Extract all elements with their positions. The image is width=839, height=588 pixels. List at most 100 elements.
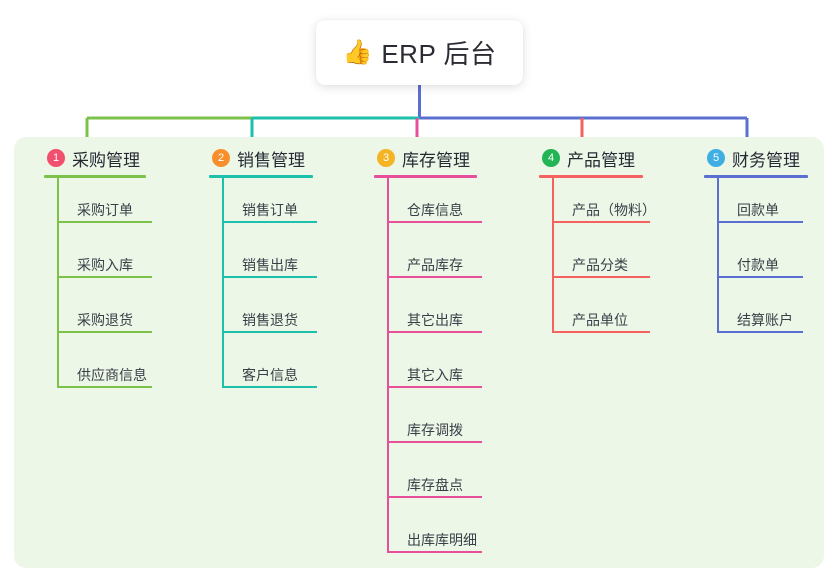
branch-children: 产品（物料） 产品分类产品单位 <box>539 178 656 343</box>
branch-item-rule <box>387 551 482 553</box>
branch-item-rule <box>552 221 650 223</box>
branch-title: 销售管理 <box>237 150 305 170</box>
branch-item-rule <box>717 331 803 333</box>
branch-item[interactable]: 产品单位 <box>539 288 650 343</box>
branch-spine <box>552 178 554 333</box>
branch-item[interactable]: 产品（物料） <box>539 178 656 233</box>
branch-item[interactable]: 销售退货 <box>209 288 317 343</box>
branch-header-rule <box>539 175 643 178</box>
branch-header-3[interactable]: 3 库存管理 <box>374 146 477 170</box>
branch-column-3: 3 库存管理仓库信息产品库存其它出库其它入库库存调拨库存盘点出库库明细 <box>374 146 482 563</box>
branch-item-rule <box>57 386 152 388</box>
branch-title: 库存管理 <box>402 150 470 170</box>
branch-header-rule <box>704 175 808 178</box>
branch-item-label: 出库库明细 <box>407 532 477 548</box>
branch-item-label: 结算账户 <box>737 312 793 328</box>
branch-spine <box>717 178 719 333</box>
branch-title: 产品管理 <box>567 150 635 170</box>
branch-item-label: 采购入库 <box>77 257 133 273</box>
branch-number-badge: 5 <box>707 149 725 167</box>
branch-column-5: 5 财务管理回款单付款单结算账户 <box>704 146 808 343</box>
branch-item[interactable]: 销售订单 <box>209 178 317 233</box>
branch-item-rule <box>387 496 482 498</box>
branch-item[interactable]: 结算账户 <box>704 288 808 343</box>
branch-item-rule <box>387 386 482 388</box>
branch-item-label: 采购退货 <box>77 312 133 328</box>
branch-column-4: 4 产品管理产品（物料） 产品分类产品单位 <box>539 146 656 343</box>
branch-item-rule <box>57 331 152 333</box>
branch-column-1: 1 采购管理采购订单采购入库采购退货供应商信息 <box>44 146 152 398</box>
branch-item[interactable]: 仓库信息 <box>374 178 482 233</box>
branch-item-label: 产品库存 <box>407 257 463 273</box>
branch-item-label: 回款单 <box>737 202 779 218</box>
branch-item-label: 客户信息 <box>242 367 298 383</box>
thumbs-up-icon: 👍 <box>342 38 373 66</box>
branch-item[interactable]: 库存盘点 <box>374 453 482 508</box>
branch-item-label: 销售订单 <box>242 202 298 218</box>
branch-item[interactable]: 采购订单 <box>44 178 152 233</box>
branch-item-rule <box>717 276 803 278</box>
branch-item-label: 销售退货 <box>242 312 298 328</box>
branch-number-badge: 2 <box>212 149 230 167</box>
branch-children: 销售订单销售出库销售退货客户信息 <box>209 178 317 398</box>
branch-item-rule <box>387 441 482 443</box>
branch-item-label: 付款单 <box>737 257 779 273</box>
branch-spine <box>222 178 224 388</box>
branch-children: 回款单付款单结算账户 <box>704 178 808 343</box>
branch-header-rule <box>209 175 313 178</box>
branch-column-2: 2 销售管理销售订单销售出库销售退货客户信息 <box>209 146 317 398</box>
branch-item-label: 仓库信息 <box>407 202 463 218</box>
branch-header-2[interactable]: 2 销售管理 <box>209 146 313 170</box>
branch-item-label: 供应商信息 <box>77 367 147 383</box>
branch-item[interactable]: 出库库明细 <box>374 508 482 563</box>
branch-item[interactable]: 供应商信息 <box>44 343 152 398</box>
branch-header-1[interactable]: 1 采购管理 <box>44 146 146 170</box>
branch-title: 财务管理 <box>732 150 800 170</box>
branch-item-rule <box>222 331 317 333</box>
branch-header-rule <box>374 175 477 178</box>
branch-item[interactable]: 客户信息 <box>209 343 317 398</box>
branch-item-rule <box>717 221 803 223</box>
branch-item-rule <box>387 221 482 223</box>
branch-item[interactable]: 销售出库 <box>209 233 317 288</box>
branch-item-rule <box>552 276 650 278</box>
branch-item[interactable]: 回款单 <box>704 178 808 233</box>
branch-item-label: 库存调拨 <box>407 422 463 438</box>
branch-item-rule <box>222 386 317 388</box>
branch-item[interactable]: 其它入库 <box>374 343 482 398</box>
branch-item-rule <box>57 221 152 223</box>
branch-item-label: 销售出库 <box>242 257 298 273</box>
branch-item-rule <box>222 276 317 278</box>
branch-item[interactable]: 采购退货 <box>44 288 152 343</box>
branch-number-badge: 3 <box>377 149 395 167</box>
branch-number-badge: 1 <box>47 149 65 167</box>
branch-title: 采购管理 <box>72 150 140 170</box>
branch-item[interactable]: 其它出库 <box>374 288 482 343</box>
branch-item[interactable]: 产品库存 <box>374 233 482 288</box>
branch-item-rule <box>552 331 650 333</box>
root-node[interactable]: 👍 ERP 后台 <box>316 20 523 85</box>
branch-item-label: 产品（物料） <box>572 202 656 218</box>
branch-item-label: 库存盘点 <box>407 477 463 493</box>
branch-item-label: 其它入库 <box>407 367 463 383</box>
branch-item-rule <box>387 276 482 278</box>
branch-item[interactable]: 产品分类 <box>539 233 650 288</box>
branch-spine <box>387 178 389 553</box>
branch-spine <box>57 178 59 388</box>
root-title: ERP 后台 <box>381 39 497 69</box>
branch-item-rule <box>387 331 482 333</box>
branch-header-4[interactable]: 4 产品管理 <box>539 146 643 170</box>
branch-header-5[interactable]: 5 财务管理 <box>704 146 808 170</box>
branch-item[interactable]: 付款单 <box>704 233 808 288</box>
branch-item[interactable]: 采购入库 <box>44 233 152 288</box>
branch-number-badge: 4 <box>542 149 560 167</box>
branch-children: 采购订单采购入库采购退货供应商信息 <box>44 178 152 398</box>
branch-header-rule <box>44 175 146 178</box>
branch-item[interactable]: 库存调拨 <box>374 398 482 453</box>
branch-item-label: 采购订单 <box>77 202 133 218</box>
branch-item-label: 产品分类 <box>572 257 628 273</box>
branch-item-label: 其它出库 <box>407 312 463 328</box>
branch-item-label: 产品单位 <box>572 312 628 328</box>
